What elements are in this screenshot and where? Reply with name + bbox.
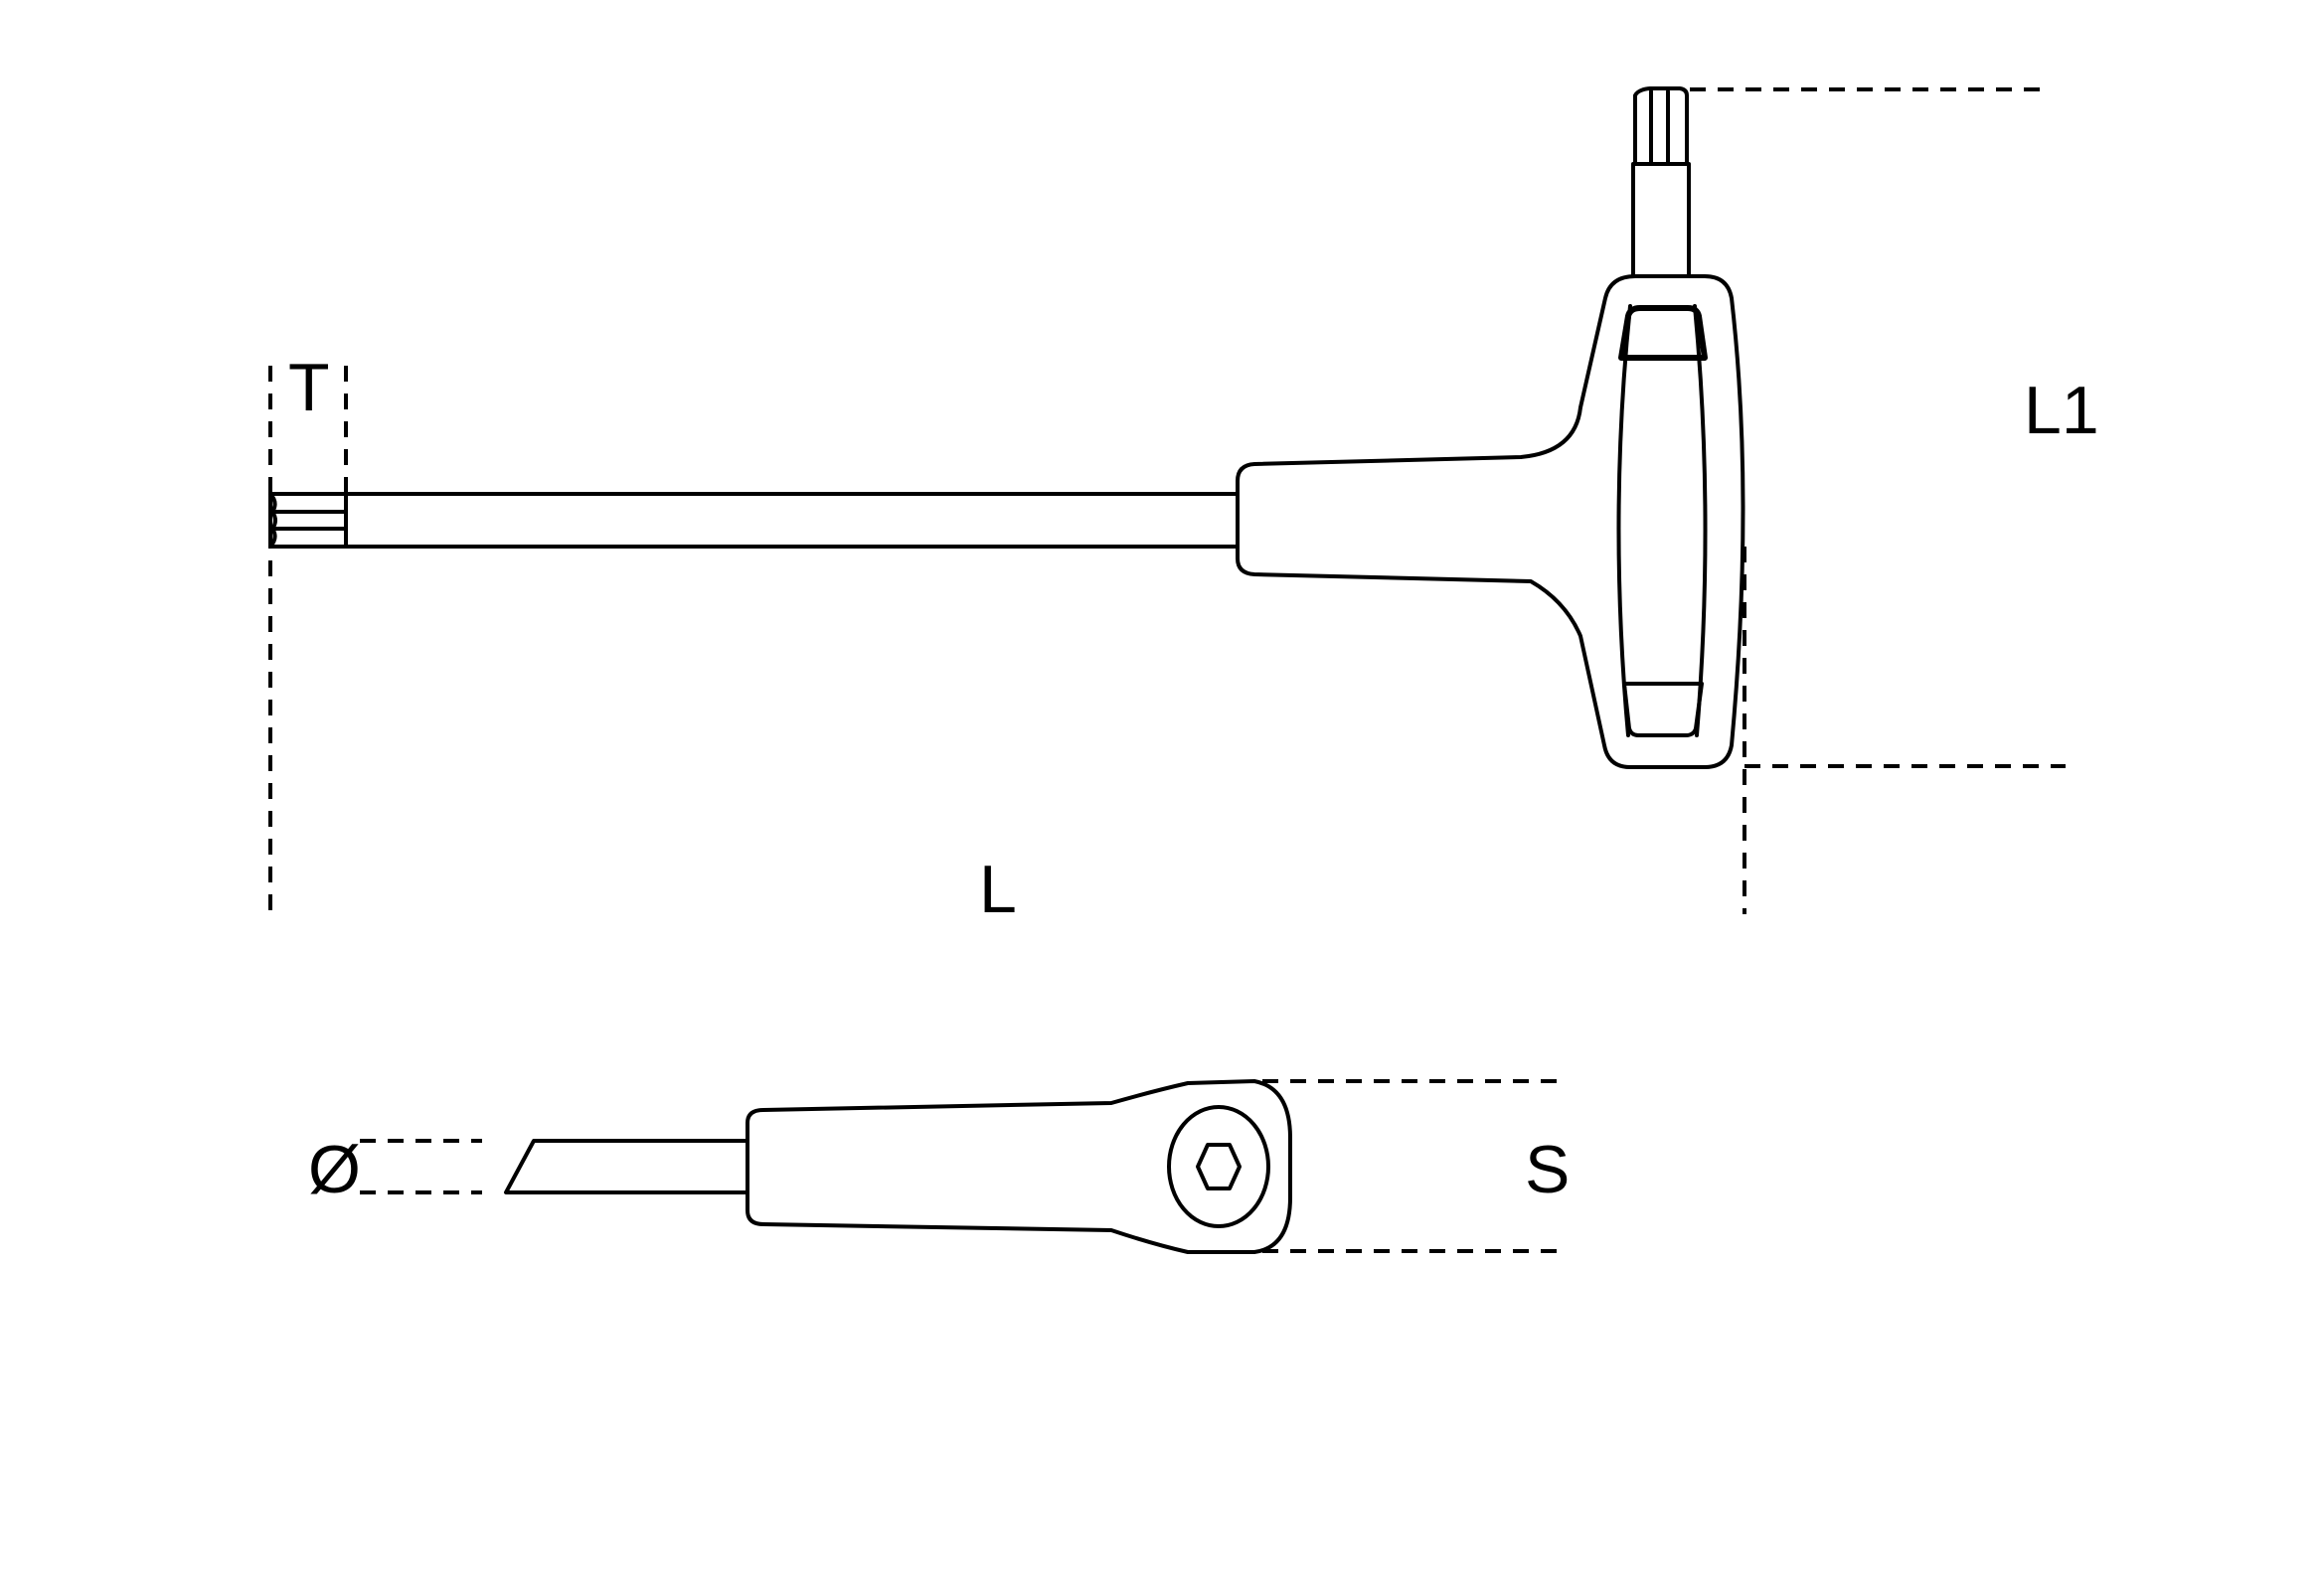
label-diameter: Ø [308, 1132, 361, 1207]
socket-ring [1167, 1105, 1270, 1228]
top-bit [1631, 86, 1691, 278]
left-bit-tip [268, 492, 348, 549]
t-handle-body [1236, 274, 1745, 769]
handle-top-view [746, 1079, 1292, 1254]
handle-grip-inner-left [1616, 304, 1632, 737]
label-l1: L1 [2024, 373, 2099, 448]
side-view: T L1 L [268, 86, 2099, 927]
handle-grip-inner-right [1693, 304, 1708, 737]
handle-bottom-window [1622, 682, 1704, 737]
handle-top-window [1618, 305, 1708, 361]
label-s: S [1525, 1132, 1570, 1207]
hex-socket-icon [1196, 1143, 1242, 1190]
shaft [344, 492, 1240, 549]
label-l: L [979, 852, 1017, 927]
label-t: T [288, 350, 330, 425]
rod-top-view [504, 1139, 749, 1194]
top-view: Ø S [308, 1079, 1570, 1254]
